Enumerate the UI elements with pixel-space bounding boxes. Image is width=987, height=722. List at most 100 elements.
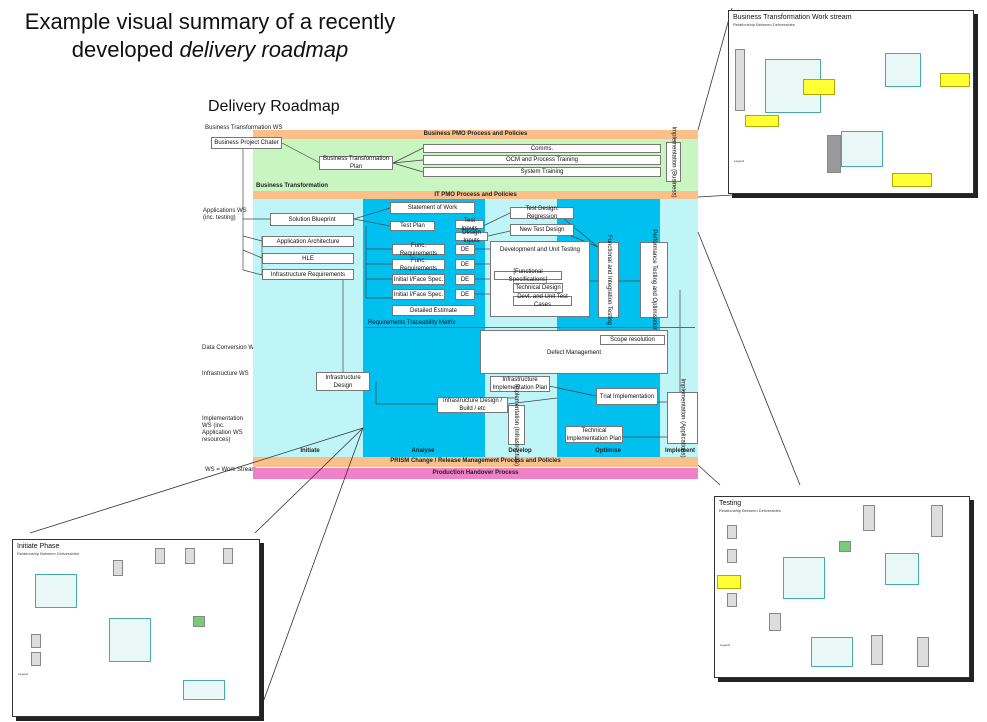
testing-doc-2 [727,549,737,563]
bt-test-cluster [885,53,921,87]
lane-business: Business Transformation WS [205,125,283,131]
testing-legend: Legend [720,643,731,647]
de-box-3: DE [455,274,475,285]
bt-note-2 [940,73,970,87]
tech-design-box: Technical Design [513,283,563,293]
perf-testing-box: Performance Testing and Optimisation [640,229,668,331]
testing-doc-5 [931,505,943,537]
band-business-pmo-label: Business PMO Process and Policies [423,131,528,137]
page-heading: Example visual summary of a recently dev… [0,8,420,64]
band-it-pmo: IT PMO Process and Policies [253,191,698,199]
roadmap-title: Delivery Roadmap [208,98,340,115]
app-arch-box: Application Architecture [262,236,354,247]
initiate-legend: Legend [18,672,29,676]
impl-apps-label: Implementation (Applications) [679,378,686,458]
rtm-label: Requirements Traceability Matrix [368,320,456,326]
iface-spec-box-2: Initial I/Face Spec. [392,289,445,300]
impl-business-box: Implementation (Business) [666,126,681,198]
scope-box: Scope resolution [600,335,665,345]
initiate-doc-4 [223,548,233,564]
lane-infra: Infrastructure WS [202,371,249,377]
comms-box: Comms. [423,144,661,153]
perf-testing-label: Performance Testing and Optimisation [651,229,658,331]
testing-cluster-3 [811,637,853,667]
func-integration-label: Functional and Integration Testing [605,235,612,325]
lane-impl: Implementation WS (inc. Application WS r… [202,416,244,443]
testing-panel: Testing Relationship Between Deliverable… [714,496,970,678]
heading-line1: Example visual summary of a recently [24,9,396,34]
infra-design-box: Infrastructure Design [316,372,370,391]
bt-doc [735,49,745,111]
testing-cluster-1 [783,557,825,599]
sow-box: Statement of Work [390,202,475,214]
lane-applications: Applications WS (inc. testing) [203,208,247,221]
func-integration-box: Functional and Integration Testing [598,235,619,325]
initiate-cluster-1 [35,574,77,608]
testing-panel-title: Testing [719,500,742,507]
impl-infra-label: Implementation (Infrastructure) [513,383,520,467]
func-req-box-2: Func. Requirements [392,258,445,272]
infra-impl-plan-box: Infrastructure Implementation Plan [490,376,550,392]
testing-panel-subtitle: Relationship Between Deliverables [719,508,781,513]
infra-build-box: Infrastructure Design / Build / etc [437,397,508,413]
initiate-cluster-2 [109,618,151,662]
bt-impl-cluster [841,131,883,167]
initiate-doc-1 [113,560,123,576]
bt-note-3 [745,115,779,127]
initiate-doc-6 [31,652,41,666]
heading-line2: developed delivery roadmap [0,36,420,64]
testing-doc-6 [769,613,781,631]
func-spec-box: [Functional Specifications] [494,269,562,283]
test-regression-box: Test Design: Regression [510,206,574,220]
impl-infra-box: Implementation (Infrastructure) [508,384,525,466]
initiate-panel-subtitle: Relationship Between Deliverables [17,551,79,556]
testing-doc-3 [727,593,737,607]
infra-req-box: Infrastructure Requirements [262,269,354,280]
de-box-4: DE [455,289,475,300]
bt-panel-subtitle: Relationship Between Deliverables [733,22,795,27]
defect-label: Defect Management [546,350,602,356]
initiate-excel-icon [193,616,205,627]
design-inputs-box: Design Inputs [455,230,488,244]
band-prism: PRISM Change / Release Management Proces… [253,457,698,467]
testing-doc-4 [863,505,875,531]
bt-legend: Legend [734,159,745,163]
initiate-doc-5 [31,634,41,648]
phase-analyse: Analyse [411,448,435,454]
initiate-cluster-3 [183,680,225,700]
impl-business-label: Implementation (Business) [670,126,677,198]
band-prism-label: PRISM Change / Release Management Proces… [390,458,561,464]
heading-line2-text: developed [71,37,174,62]
phase-implement: Implement [664,448,695,454]
testing-doc-1 [727,525,737,539]
bt-plan-box: Business Transformation Plan [319,156,393,170]
lane-data: Data Conversion WS [202,345,259,351]
tech-impl-plan-box: Technical Implementation Plan [565,426,623,443]
iface-spec-box-1: Initial I/Face Spec. [392,274,445,285]
initiate-doc-3 [185,548,195,564]
bt-panel-title: Business Transformation Work stream [733,14,852,21]
testing-doc-8 [917,637,929,667]
initiate-doc-2 [155,548,165,564]
bt-grey-block [827,135,841,173]
phase-optimise: Optimise [595,448,621,454]
func-req-box-1: Func. Requirements [392,243,445,257]
test-plan-box: Test Plan [390,221,435,231]
business-region-label: Business Transformation [256,183,329,189]
solution-blueprint-box: Solution Blueprint [270,213,354,226]
initiate-panel-title: Initiate Phase [17,543,60,550]
testing-note [717,575,741,589]
trial-impl-box: Trial Implementation [596,388,658,405]
system-training-box: System Training [423,167,661,177]
bt-note-1 [803,79,835,95]
band-business-pmo: Business PMO Process and Policies [253,130,698,139]
project-charter-box: Business Project Chater [211,137,282,149]
initiate-panel: Initiate Phase Relationship Between Deli… [12,539,260,717]
de-box-2: DE [455,259,475,270]
bt-workstream-panel: Business Transformation Work stream Rela… [728,10,974,194]
de-box-1: DE [455,244,475,255]
testing-cluster-2 [885,553,919,585]
phase-analyse-region [363,199,485,457]
testing-doc-7 [871,635,883,665]
testing-excel-icon [839,541,851,552]
